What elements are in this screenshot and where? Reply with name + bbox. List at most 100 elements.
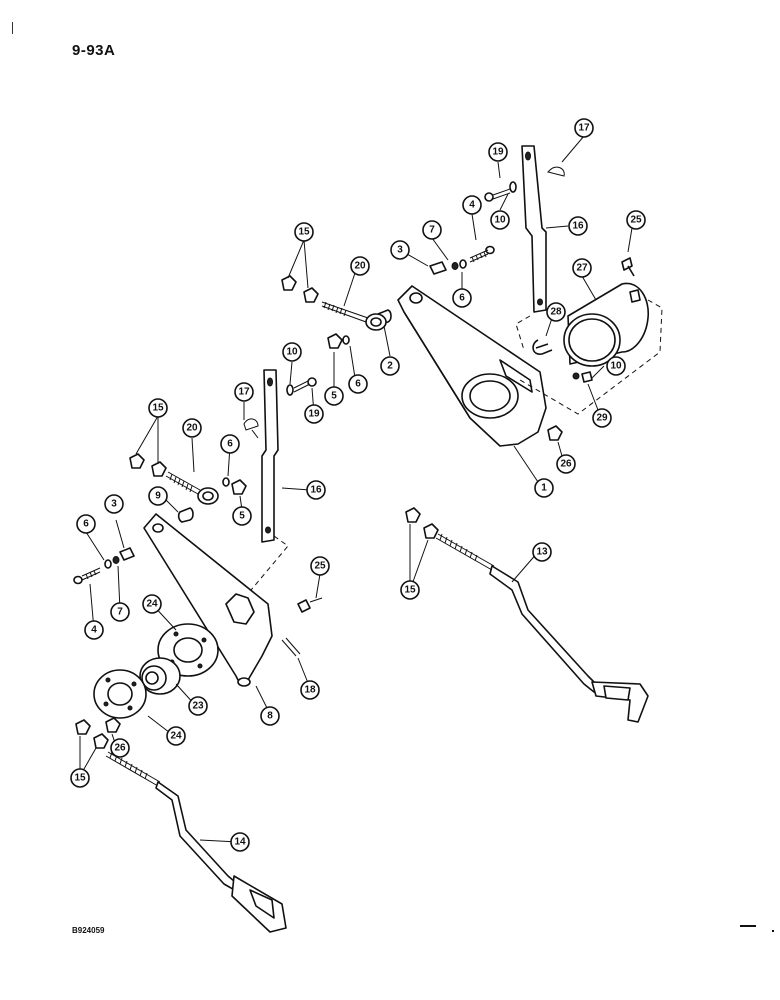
svg-text:17: 17 bbox=[238, 387, 250, 398]
part-3-spacer-left bbox=[119, 547, 135, 561]
svg-text:2: 2 bbox=[387, 361, 393, 372]
part-26-nut-lower bbox=[105, 717, 121, 733]
callout-18: 18 bbox=[300, 680, 320, 700]
svg-text:10: 10 bbox=[610, 361, 622, 372]
part-25-screw-upper bbox=[621, 257, 635, 277]
callout-5-upper: 5 bbox=[324, 386, 344, 406]
part-4-bolt-left bbox=[73, 567, 101, 585]
callout-20-left: 20 bbox=[182, 418, 202, 438]
part-24-flange-lower bbox=[93, 669, 147, 719]
svg-text:6: 6 bbox=[459, 293, 465, 304]
part-7-nut-upper-right bbox=[451, 262, 459, 270]
callout-15-upper: 15 bbox=[294, 222, 314, 242]
part-7-nut-left bbox=[112, 556, 120, 564]
callout-16-upper: 16 bbox=[568, 216, 588, 236]
callout-15-left: 15 bbox=[148, 398, 168, 418]
part-6-washer-upper-mid bbox=[342, 335, 350, 345]
part-6-washer-left-mid bbox=[222, 477, 230, 487]
callout-9: 9 bbox=[148, 486, 168, 506]
callout-24-upper: 24 bbox=[142, 594, 162, 614]
callout-28: 28 bbox=[546, 302, 566, 322]
callout-7-upper: 7 bbox=[422, 220, 442, 240]
part-19-bolt-left bbox=[293, 377, 317, 393]
part-17-cotter-left bbox=[243, 418, 259, 439]
svg-text:19: 19 bbox=[492, 147, 504, 158]
part-20-eyebolt-upper bbox=[321, 301, 387, 331]
footer-dash bbox=[740, 925, 756, 927]
figure-code: B924059 bbox=[72, 926, 105, 935]
part-3-spacer-upper bbox=[429, 261, 447, 275]
svg-text:8: 8 bbox=[267, 711, 273, 722]
part-14-rod bbox=[105, 751, 287, 933]
callout-3-upper: 3 bbox=[390, 240, 410, 260]
part-25-screw-left bbox=[297, 597, 323, 613]
svg-text:10: 10 bbox=[286, 347, 298, 358]
part-29-setscrew bbox=[581, 371, 593, 383]
part-6-washer-upper-right bbox=[459, 259, 467, 269]
callout-5-left: 5 bbox=[232, 506, 252, 526]
svg-text:10: 10 bbox=[494, 215, 506, 226]
svg-text:23: 23 bbox=[192, 701, 204, 712]
callout-4-upper: 4 bbox=[462, 195, 482, 215]
svg-text:3: 3 bbox=[111, 499, 117, 510]
svg-text:18: 18 bbox=[304, 685, 316, 696]
svg-text:7: 7 bbox=[117, 607, 123, 618]
callout-14: 14 bbox=[230, 832, 250, 852]
part-13-rod bbox=[405, 507, 649, 723]
callout-6-upper-right: 6 bbox=[452, 288, 472, 308]
svg-text:16: 16 bbox=[310, 485, 322, 496]
callout-26-upper: 26 bbox=[556, 454, 576, 474]
svg-text:6: 6 bbox=[355, 379, 361, 390]
part-9-bushing bbox=[177, 507, 194, 523]
footer-dot bbox=[772, 930, 774, 932]
callout-25-left: 25 bbox=[310, 556, 330, 576]
svg-text:3: 3 bbox=[397, 245, 403, 256]
callout-7-left: 7 bbox=[110, 602, 130, 622]
callout-2: 2 bbox=[380, 356, 400, 376]
callout-13: 13 bbox=[532, 542, 552, 562]
part-15-nut-upper-a bbox=[281, 275, 297, 291]
svg-text:5: 5 bbox=[239, 511, 245, 522]
part-27-sleeve bbox=[563, 282, 649, 367]
svg-text:29: 29 bbox=[596, 413, 608, 424]
callout-25-upper: 25 bbox=[626, 210, 646, 230]
callout-6-left-lower: 6 bbox=[76, 514, 96, 534]
svg-text:24: 24 bbox=[146, 599, 158, 610]
svg-text:26: 26 bbox=[114, 743, 126, 754]
part-17-cotter-upper bbox=[547, 166, 565, 177]
part-18-pin bbox=[281, 637, 301, 657]
svg-text:6: 6 bbox=[227, 439, 233, 450]
part-28-ubolt bbox=[532, 339, 553, 355]
page-code: 9-93A bbox=[72, 42, 116, 59]
svg-text:1: 1 bbox=[541, 483, 547, 494]
svg-text:4: 4 bbox=[469, 200, 475, 211]
part-5-nut-left bbox=[231, 479, 247, 495]
callout-17-upper: 17 bbox=[574, 118, 594, 138]
svg-text:6: 6 bbox=[83, 519, 89, 530]
svg-text:13: 13 bbox=[536, 547, 548, 558]
callout-27: 27 bbox=[572, 258, 592, 278]
part-8-bracket bbox=[143, 513, 273, 687]
part-10-washer-left bbox=[286, 384, 294, 396]
callout-19-upper: 19 bbox=[488, 142, 508, 162]
svg-text:15: 15 bbox=[404, 585, 416, 596]
part-15-nut-lower-a bbox=[75, 719, 91, 735]
part-20-eyebolt-left bbox=[165, 471, 219, 505]
svg-text:24: 24 bbox=[170, 731, 182, 742]
part-19-bolt-upper bbox=[484, 188, 511, 202]
margin-tick bbox=[12, 22, 13, 34]
callout-10-left: 10 bbox=[282, 342, 302, 362]
callout-26-lower: 26 bbox=[110, 738, 130, 758]
svg-text:15: 15 bbox=[74, 773, 86, 784]
svg-text:5: 5 bbox=[331, 391, 337, 402]
callout-24-lower: 24 bbox=[166, 726, 186, 746]
svg-text:4: 4 bbox=[91, 625, 97, 636]
callout-15-right: 15 bbox=[400, 580, 420, 600]
svg-text:20: 20 bbox=[186, 423, 198, 434]
assembly-line-16a bbox=[515, 315, 531, 351]
callout-6-upper-mid: 6 bbox=[348, 374, 368, 394]
svg-text:26: 26 bbox=[560, 459, 572, 470]
callout-20-upper: 20 bbox=[350, 256, 370, 276]
part-16-lever-left bbox=[261, 369, 279, 543]
part-6-washer-left-lower bbox=[104, 559, 112, 569]
